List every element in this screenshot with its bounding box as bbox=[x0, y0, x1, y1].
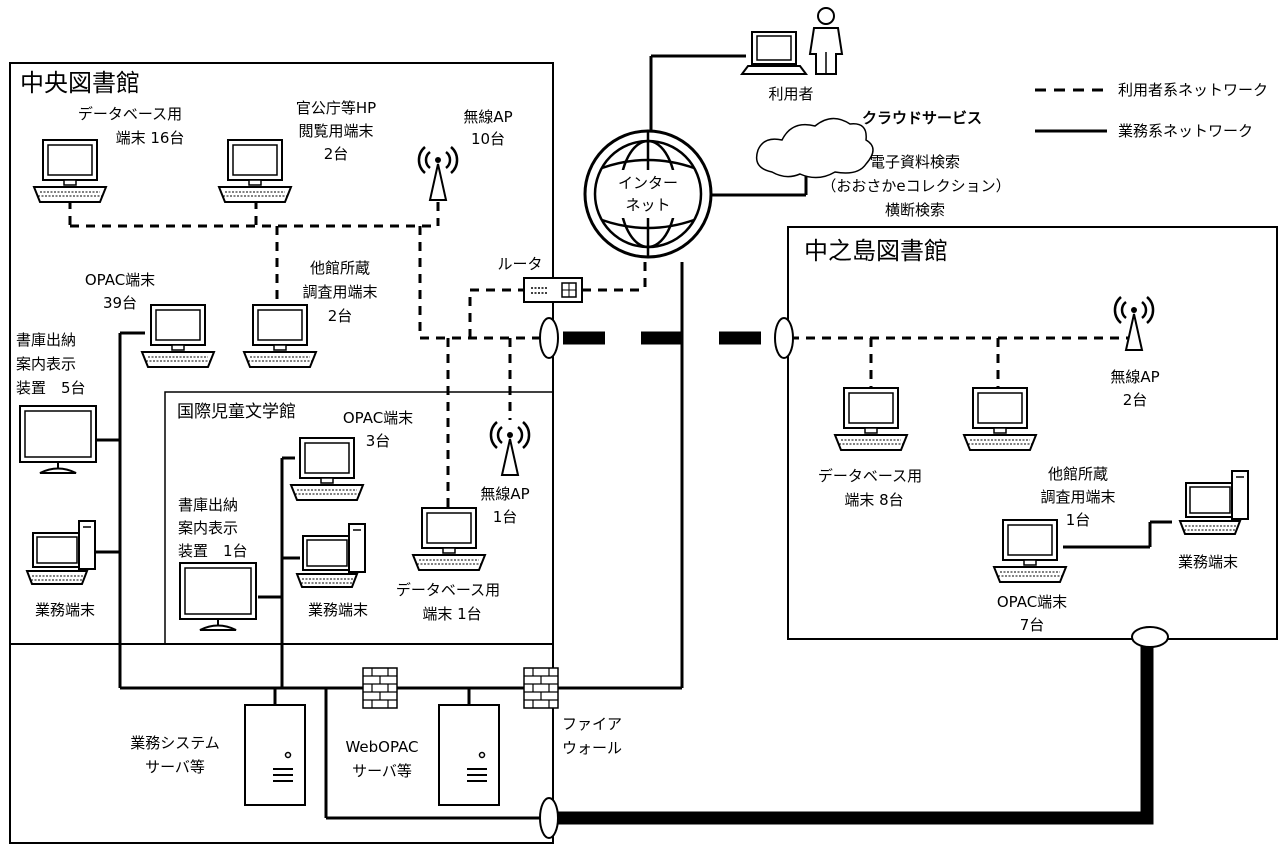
nakanoshima-other-lib-label-2: 調査用端末 bbox=[1040, 488, 1116, 506]
central-ap-label-2: 10台 bbox=[470, 130, 506, 148]
central-opac-label-2: 39台 bbox=[102, 294, 138, 312]
nakanoshima-library-box bbox=[787, 226, 1278, 640]
nakanoshima-opac-label-2: 7台 bbox=[1019, 616, 1045, 634]
central-opac-label-1: OPAC端末 bbox=[84, 271, 156, 289]
person-icon bbox=[808, 7, 844, 75]
kids-business-label: 業務端末 bbox=[307, 601, 368, 619]
nakanoshima-db-label-1: データベース用 bbox=[817, 467, 923, 485]
cloud-desc-line-1: 電子資料検索 bbox=[869, 153, 960, 171]
kids-stack-label-2: 案内表示 bbox=[178, 519, 239, 537]
central-gov-label-1: 官公庁等HP bbox=[295, 99, 377, 117]
nakanoshima-other-lib-label-3: 1台 bbox=[1065, 511, 1091, 529]
nakanoshima-other-lib-label-1: 他館所蔵 bbox=[1047, 465, 1108, 483]
central-wireless-ap-icon bbox=[417, 145, 459, 202]
link-joint-nakanoshima bbox=[774, 317, 794, 359]
kids-wireless-ap-icon bbox=[489, 420, 531, 477]
user-laptop-icon bbox=[740, 31, 808, 75]
nakanoshima-wireless-ap-icon bbox=[1113, 295, 1155, 352]
firewall-label-1: ファイア bbox=[562, 715, 623, 733]
router-label: ルータ bbox=[497, 255, 543, 273]
central-db-label-1: データベース用 bbox=[77, 105, 183, 123]
central-gov-terminal-icon bbox=[218, 139, 292, 203]
cloud-desc-line-2: （おおさかeコレクション） bbox=[821, 177, 1011, 195]
kids-business-terminal-icon bbox=[296, 523, 366, 588]
nakanoshima-opac-label-1: OPAC端末 bbox=[996, 593, 1068, 611]
kids-db-label-2: 端末 1台 bbox=[422, 605, 482, 623]
user-label: 利用者 bbox=[768, 85, 814, 103]
central-stack-display-icon bbox=[19, 405, 97, 474]
business-server-icon bbox=[244, 704, 306, 806]
business-server-label-1: 業務システム bbox=[130, 734, 220, 752]
internet-label-1: インター bbox=[617, 174, 678, 192]
central-db-terminal-icon bbox=[33, 139, 107, 203]
legend-business-network-label: 業務系ネットワーク bbox=[1118, 122, 1254, 140]
firewall-label-2: ウォール bbox=[562, 739, 623, 757]
backbone-link bbox=[550, 637, 1154, 825]
kids-stack-label-3: 装置 1台 bbox=[178, 542, 248, 560]
nakanoshima-other-lib-terminal-icon bbox=[963, 387, 1037, 451]
central-other-lib-label-1: 他館所蔵 bbox=[309, 259, 370, 277]
kids-opac-label-2: 3台 bbox=[365, 432, 391, 450]
kids-stack-display-icon bbox=[179, 562, 257, 631]
central-gov-label-2: 閲覧用端末 bbox=[298, 122, 374, 140]
central-business-terminal-icon bbox=[26, 520, 96, 585]
nakanoshima-ap-label-2: 2台 bbox=[1122, 391, 1148, 409]
central-stack-label-1: 書庫出納 bbox=[16, 331, 77, 349]
kids-ap-label-1: 無線AP bbox=[480, 485, 530, 503]
nakanoshima-business-label: 業務端末 bbox=[1177, 553, 1238, 571]
legend-user-network-label: 利用者系ネットワーク bbox=[1118, 81, 1269, 99]
central-stack-label-2: 案内表示 bbox=[16, 355, 77, 373]
central-business-label: 業務端末 bbox=[34, 601, 95, 619]
webopac-server-label-2: サーバ等 bbox=[352, 762, 412, 780]
cloud-desc-line-3: 横断検索 bbox=[884, 201, 945, 219]
internet-label-2: ネット bbox=[625, 196, 671, 214]
central-ap-label-1: 無線AP bbox=[463, 108, 513, 126]
central-opac-terminal-icon bbox=[141, 304, 215, 368]
kids-opac-label-1: OPAC端末 bbox=[342, 409, 414, 427]
kids-library-box bbox=[164, 391, 554, 645]
link-joint-central bbox=[539, 317, 559, 359]
nakanoshima-ap-label-1: 無線AP bbox=[1110, 368, 1160, 386]
kids-stack-label-1: 書庫出納 bbox=[178, 496, 239, 514]
business-network-lines bbox=[96, 54, 1172, 820]
central-stack-label-3: 装置 5台 bbox=[16, 379, 86, 397]
kids-db-label-1: データベース用 bbox=[395, 581, 501, 599]
kids-library-title: 国際児童文学館 bbox=[177, 402, 296, 422]
nakanoshima-library-title: 中之島図書館 bbox=[804, 237, 948, 265]
cloud-icon bbox=[755, 117, 874, 179]
central-other-lib-label-3: 2台 bbox=[327, 307, 353, 325]
central-gov-label-3: 2台 bbox=[323, 145, 349, 163]
link-joint-server bbox=[539, 797, 559, 839]
nakanoshima-db-terminal-icon bbox=[834, 387, 908, 451]
central-db-label-2: 端末 16台 bbox=[115, 129, 185, 147]
central-library-title: 中央図書館 bbox=[20, 69, 140, 97]
kids-ap-label-2: 1台 bbox=[492, 508, 518, 526]
internet-globe-icon bbox=[583, 129, 713, 259]
webopac-server-icon bbox=[438, 704, 500, 806]
firewall-inner-icon bbox=[362, 667, 398, 709]
nakanoshima-business-terminal-icon bbox=[1179, 470, 1249, 535]
router-icon bbox=[523, 277, 583, 303]
cloud-service-title: クラウドサービス bbox=[861, 109, 982, 127]
central-other-lib-label-2: 調査用端末 bbox=[302, 283, 378, 301]
firewall-outer-icon bbox=[523, 667, 559, 709]
nakanoshima-db-label-2: 端末 8台 bbox=[844, 491, 904, 509]
webopac-server-label-1: WebOPAC bbox=[345, 738, 419, 756]
link-joint-nakanoshima-bottom bbox=[1131, 626, 1169, 648]
user-network-lines bbox=[68, 200, 1134, 508]
business-server-label-2: サーバ等 bbox=[145, 758, 205, 776]
